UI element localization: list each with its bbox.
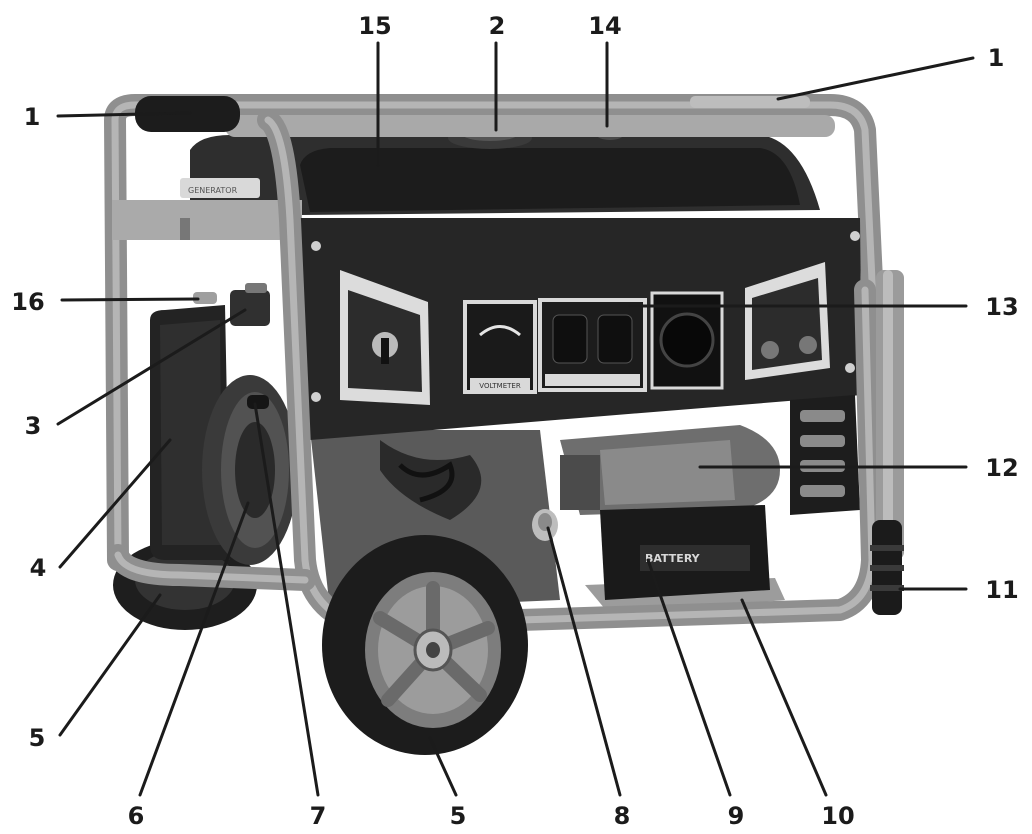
callout-1-left: 1 xyxy=(24,103,41,131)
starter-handle xyxy=(247,395,269,409)
front-wheel xyxy=(322,535,528,755)
callout-13: 13 xyxy=(985,293,1018,321)
leader-5-left xyxy=(58,593,162,737)
callout-9: 9 xyxy=(728,802,745,830)
leader-6 xyxy=(138,501,250,797)
callout-15: 15 xyxy=(358,12,391,40)
leader-8 xyxy=(546,526,622,797)
leader-7 xyxy=(253,402,320,797)
callout-6: 6 xyxy=(128,802,145,830)
generator-illustration: GENERATOR xyxy=(104,94,904,755)
callout-11: 11 xyxy=(985,576,1018,604)
callout-labels: 1 1 2 3 4 5 5 6 7 8 9 10 11 12 13 14 15 … xyxy=(11,12,1018,830)
leader-lines xyxy=(56,41,975,797)
leader-4 xyxy=(58,438,172,569)
callout-8: 8 xyxy=(614,802,631,830)
callout-10: 10 xyxy=(821,802,854,830)
fuel-valve xyxy=(193,292,217,304)
control-panel: VOLTMETER xyxy=(300,218,862,440)
leader-10 xyxy=(740,598,828,797)
leader-9 xyxy=(646,558,732,797)
frame-handle-right xyxy=(690,96,810,108)
battery-label: BATTERY xyxy=(645,552,701,565)
callout-7: 7 xyxy=(310,802,327,830)
callout-12: 12 xyxy=(985,454,1018,482)
alternator xyxy=(560,425,780,515)
battery: BATTERY xyxy=(600,505,770,600)
oil-filler xyxy=(532,509,558,541)
leader-1-right xyxy=(776,56,975,101)
callout-2: 2 xyxy=(489,12,506,40)
choke-lever xyxy=(230,283,270,326)
callout-5-bottom: 5 xyxy=(450,802,467,830)
leader-1-left xyxy=(56,111,192,118)
svg-text:GENERATOR: GENERATOR xyxy=(188,186,238,195)
leader-5-bottom xyxy=(428,736,458,797)
callout-3: 3 xyxy=(25,412,42,440)
callout-16: 16 xyxy=(11,288,44,316)
leader-16 xyxy=(60,297,200,302)
callout-14: 14 xyxy=(588,12,621,40)
voltmeter-label: VOLTMETER xyxy=(479,382,521,390)
leader-3 xyxy=(56,308,247,426)
fuel-tank: GENERATOR xyxy=(180,135,820,215)
callout-4: 4 xyxy=(30,554,47,582)
callout-1-right: 1 xyxy=(988,44,1005,72)
callout-5-left: 5 xyxy=(29,724,46,752)
rubber-foot xyxy=(870,520,904,615)
